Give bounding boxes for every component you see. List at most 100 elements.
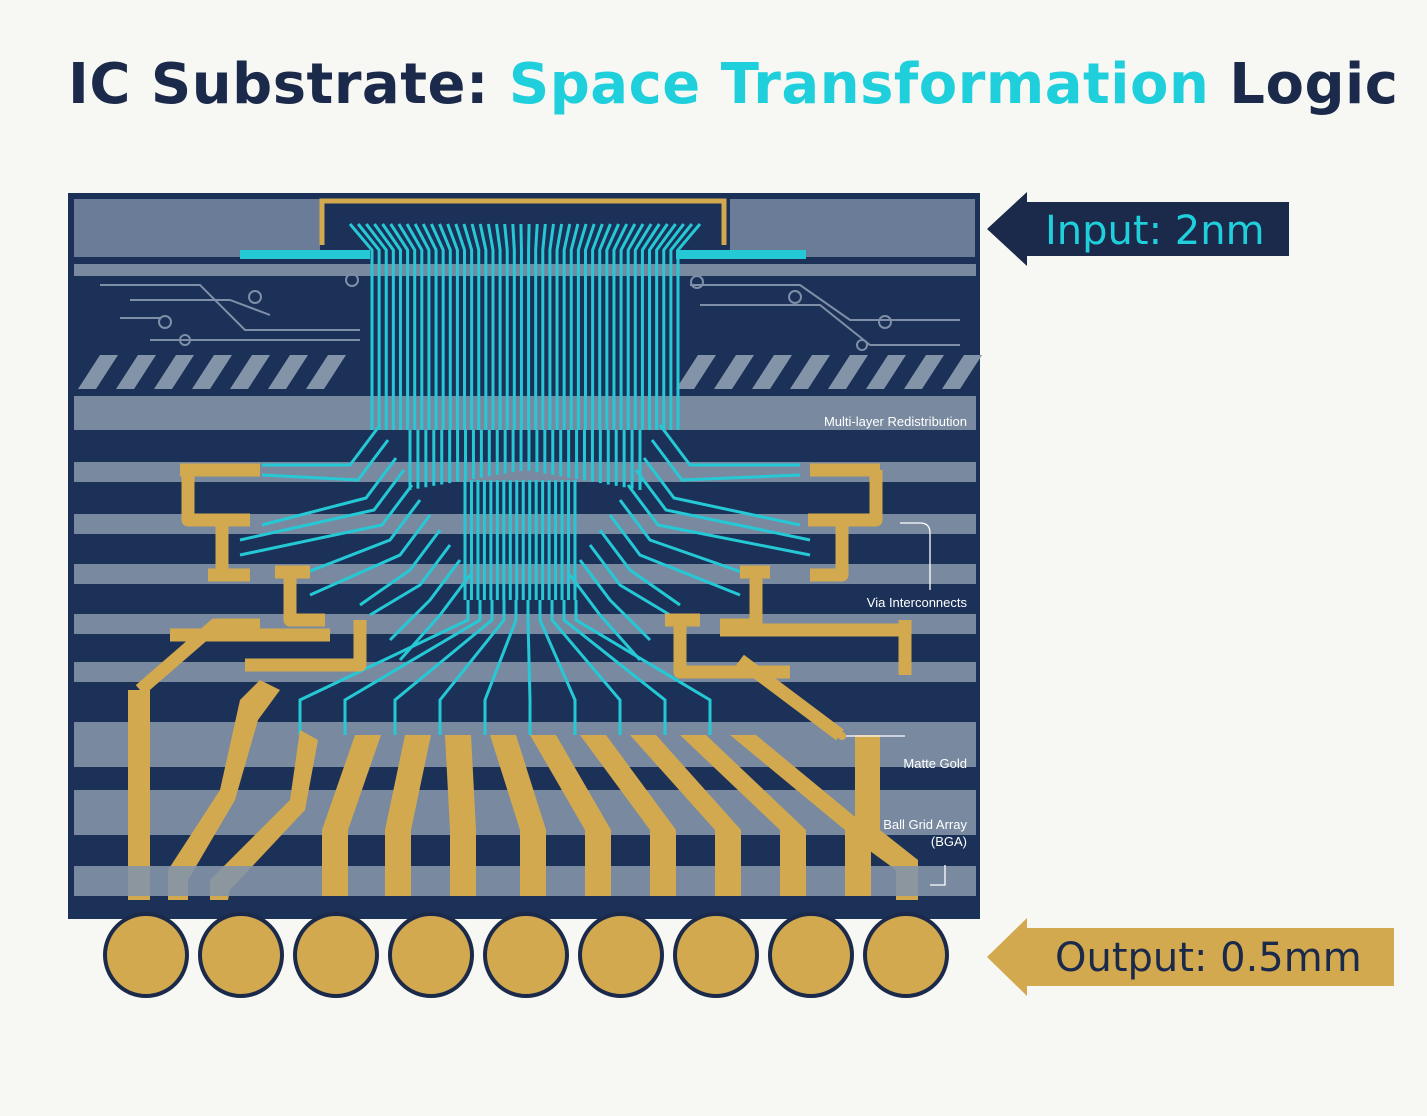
fine-trace [421,223,438,430]
fine-trace [526,600,532,735]
fine-trace [359,529,442,607]
bga-ball [578,912,664,998]
die-frame [319,198,727,245]
hatch-stripe [866,355,906,389]
fine-trace [569,223,580,430]
hatch-stripe [154,355,194,389]
fine-trace [576,223,588,430]
bga-ball [863,912,949,998]
fine-trace [608,514,741,597]
finger-base [385,866,411,896]
gold-finger [530,735,611,870]
fine-trace [538,600,577,735]
gold-finger [385,735,431,870]
gold-leg [210,730,318,900]
fine-trace [483,600,518,735]
fine-trace [495,223,502,430]
layer-band [74,264,976,276]
fine-trace [550,600,622,735]
finger-base [520,866,546,896]
bga-ball [388,912,474,998]
fine-trace [478,223,488,430]
fine-trace [393,600,494,735]
fine-trace [555,223,564,430]
input-label: Input: 2nm [1045,208,1265,254]
gold-finger [730,735,871,870]
layer-band [74,662,976,682]
fine-trace [598,223,612,430]
gold-finger [680,735,806,870]
fine-trace [298,600,470,735]
bga-ball [483,912,569,998]
fine-trace [454,223,467,430]
fine-trace [612,223,629,430]
fine-trace [519,223,523,430]
gold-leg [855,735,918,900]
gold-finger [490,735,546,870]
fine-trace [373,223,395,430]
fine-trace [397,223,417,430]
fine-trace [486,223,495,430]
fine-trace [511,223,516,430]
gold-fingers [128,680,918,900]
hatch-stripe [192,355,232,389]
fine-trace [348,223,374,430]
fine-trace [446,223,459,430]
fine-trace [658,424,800,467]
fine-trace [648,223,669,430]
gold-routing [135,463,912,741]
hatch-stripe [306,355,346,389]
fine-trace [299,499,422,577]
gold-marker-dot [838,732,846,740]
hatch-blocks [74,355,982,389]
fine-trace [430,223,445,430]
fine-trace [578,559,652,642]
gold-finger [580,735,676,870]
callout-via-interconnects: Via Interconnects [867,595,968,610]
output-arrow: Output: 0.5mm [987,918,1394,996]
finger-base [585,866,611,896]
fine-trace [619,223,637,430]
callout-leaders [845,522,946,886]
fine-trace [650,439,801,482]
fine-trace [534,223,539,430]
fine-trace [438,223,452,430]
gold-finger [322,735,381,870]
finger-base [845,866,871,896]
input-arrow: Input: 2nm [987,192,1289,266]
hatch-stripe [78,355,118,389]
fine-trace [548,223,555,430]
fine-trace [568,574,642,661]
hatch-stripe [116,355,156,389]
fine-trace [343,600,482,735]
gold-finger [445,735,476,870]
fine-trace [633,223,653,430]
hatch-stripe [230,355,270,389]
circuit-doodles [100,273,960,351]
fine-trace [389,223,410,430]
output-label: Output: 0.5mm [1055,935,1362,981]
fine-trace [309,514,432,597]
fine-trace [598,529,681,607]
hatch-stripe [714,355,754,389]
gold-finger [630,735,741,870]
die-pads [240,250,806,259]
callout-bga-line1: Ball Grid Array [883,817,967,832]
fine-trace [261,457,398,527]
bga-ball [103,912,189,998]
hatch-stripe [790,355,830,389]
hatch-stripe [752,355,792,389]
fine-trace [262,424,382,467]
title-part-1: IC Substrate: [68,52,509,117]
hatch-stripe [904,355,944,389]
layer-band [74,396,976,430]
hatch-stripe [942,355,982,389]
finger-base [450,866,476,896]
callout-bga-line2: (BGA) [931,834,967,849]
fine-trace [369,544,452,617]
page-title: IC Substrate: Space Transformation Logic [68,52,1398,117]
hatch-stripe [268,355,308,389]
gold-leg [128,690,150,900]
fine-trace [405,223,424,430]
gold-finger-bases [322,866,871,896]
